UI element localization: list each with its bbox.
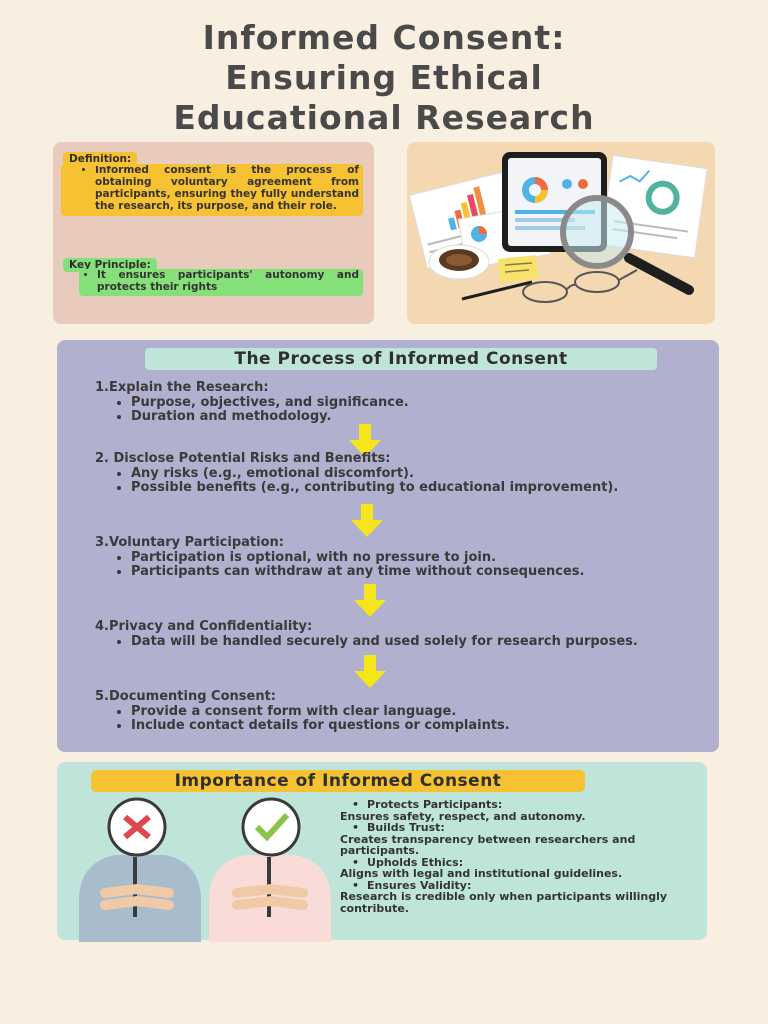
page-title: Informed Consent: Ensuring Ethical Educa… xyxy=(0,18,768,138)
importance-item-head: Builds Trust: xyxy=(340,822,700,834)
step-bullet: Data will be handled securely and used s… xyxy=(131,634,655,650)
step-bullet: Possible benefits (e.g., contributing to… xyxy=(131,480,675,496)
key-principle-label: Key Principle: xyxy=(63,258,157,272)
importance-item: Ensures Validity: Research is credible o… xyxy=(340,879,700,915)
importance-item-head: Upholds Ethics: xyxy=(340,856,700,869)
step-bullet: Any risks (e.g., emotional discomfort). xyxy=(131,466,675,482)
process-step-5: 5.Documenting Consent: Provide a consent… xyxy=(95,689,695,734)
importance-item-head: Ensures Validity: xyxy=(340,879,700,892)
importance-list: Protects Participants: Ensures safety, r… xyxy=(340,799,700,914)
check-mark-icon xyxy=(254,812,290,842)
step-title: 4.Privacy and Confidentiality: xyxy=(95,619,313,634)
importance-heading: Importance of Informed Consent xyxy=(91,770,585,792)
importance-item: Protects Participants: Ensures safety, r… xyxy=(340,799,700,822)
process-step-4: 4.Privacy and Confidentiality: Data will… xyxy=(95,619,655,650)
importance-item-body: Creates transparency between researchers… xyxy=(340,832,636,857)
process-step-1: 1.Explain the Research: Purpose, objecti… xyxy=(95,380,409,425)
importance-item-body: Ensures safety, respect, and autonomy. xyxy=(340,809,586,823)
importance-item-body: Research is credible only when participa… xyxy=(340,890,668,915)
illustration-card xyxy=(407,142,715,324)
step-bullet: Participants can withdraw at any time wi… xyxy=(131,564,655,580)
step-bullet: Include contact details for questions or… xyxy=(131,718,695,734)
title-line-3: Educational Research xyxy=(173,98,595,137)
step-title: 2. Disclose Potential Risks and Benefits… xyxy=(95,451,391,466)
research-documents-illustration xyxy=(408,152,708,303)
step-bullet: Provide a consent form with clear langua… xyxy=(131,704,695,720)
step-title: 5.Documenting Consent: xyxy=(95,689,276,704)
importance-item: Builds Trust: Creates transparency betwe… xyxy=(340,822,700,857)
definition-card: Informed consent is the process of obtai… xyxy=(53,142,374,324)
step-title: 1.Explain the Research: xyxy=(95,380,269,395)
importance-item: Upholds Ethics: Aligns with legal and in… xyxy=(340,856,700,880)
down-arrow-icon xyxy=(351,504,383,537)
down-arrow-icon xyxy=(354,655,386,688)
definition-text: Informed consent is the process of obtai… xyxy=(95,164,359,212)
process-step-2: 2. Disclose Potential Risks and Benefits… xyxy=(95,451,675,496)
title-line-1: Informed Consent: xyxy=(202,18,566,57)
importance-card: Importance of Informed Consent Protects … xyxy=(57,762,707,942)
key-principle-text: It ensures participants' autonomy and pr… xyxy=(97,269,359,293)
people-holding-signs-illustration xyxy=(79,797,331,942)
step-bullet: Participation is optional, with no press… xyxy=(131,550,655,566)
importance-item-body: Aligns with legal and institutional guid… xyxy=(340,867,623,880)
definition-label: Definition: xyxy=(63,152,138,166)
process-step-3: 3.Voluntary Participation: Participation… xyxy=(95,535,655,580)
cross-mark-icon xyxy=(123,814,151,840)
step-title: 3.Voluntary Participation: xyxy=(95,535,284,550)
definition-text-box: Informed consent is the process of obtai… xyxy=(61,164,363,216)
process-heading: The Process of Informed Consent xyxy=(145,348,657,370)
step-bullet: Purpose, objectives, and significance. xyxy=(131,395,409,411)
process-card: The Process of Informed Consent 1.Explai… xyxy=(57,340,719,752)
key-principle-text-box: It ensures participants' autonomy and pr… xyxy=(79,269,363,296)
step-bullet: Duration and methodology. xyxy=(131,409,409,425)
importance-item-head: Protects Participants: xyxy=(340,799,700,811)
down-arrow-icon xyxy=(349,424,381,457)
down-arrow-icon xyxy=(354,584,386,617)
title-line-2: Ensuring Ethical xyxy=(225,58,543,97)
